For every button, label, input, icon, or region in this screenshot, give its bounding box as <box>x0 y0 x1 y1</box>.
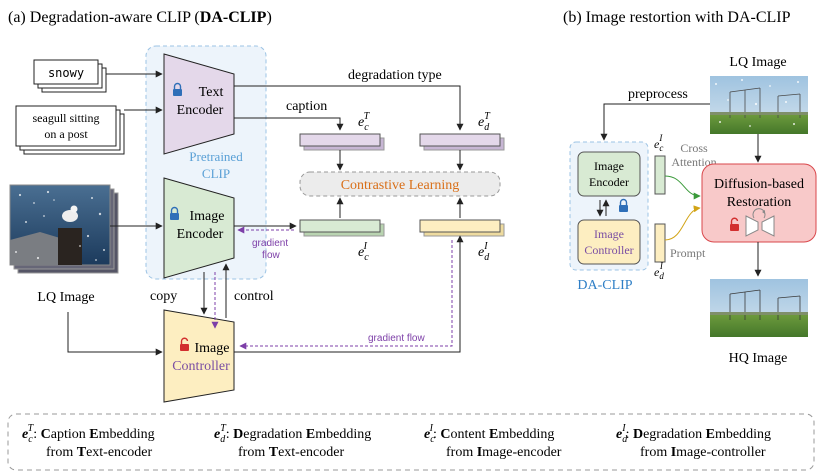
right-degradation-embedding-bar <box>654 223 666 263</box>
gradient-label-line2: flow <box>262 250 281 261</box>
svg-text:ecI: Content Embedding: ecI: Content Embedding <box>424 423 554 445</box>
unlock-icon-controller <box>180 337 189 351</box>
snowy-text: snowy <box>48 66 84 80</box>
preprocess-label: preprocess <box>628 87 688 102</box>
lq-image-right <box>710 76 808 134</box>
hq-image-label: HQ Image <box>729 351 788 366</box>
cross-attention-curve <box>664 175 701 200</box>
right-image-encoder-line2: Encoder <box>589 175 629 189</box>
right-image-controller <box>577 219 641 265</box>
svg-text:ecT: Caption Embedding: ecT: Caption Embedding <box>22 423 155 445</box>
arrow-image-to-controller <box>67 312 163 356</box>
updown-arrows-icon <box>596 199 610 217</box>
caption-embedding-bar <box>299 133 385 151</box>
symbol-e-c-T: ecT <box>358 111 371 133</box>
arrow-caption <box>234 117 344 131</box>
degradation-embedding-bar-text <box>419 133 505 151</box>
legend-item-caption: ecT: Caption Embedding from Text-encoder <box>22 423 155 460</box>
caption-text-card: seagull sitting on a post <box>15 105 125 155</box>
symbol-e-d-I: edI <box>478 241 490 263</box>
text-encoder-label-line2: Encoder <box>177 103 224 118</box>
svg-text:from Text-encoder: from Text-encoder <box>46 445 152 460</box>
svg-text:from Image-controller: from Image-controller <box>640 445 766 460</box>
image-encoder: Image Encoder <box>163 177 235 279</box>
svg-text:from Image-encoder: from Image-encoder <box>446 445 562 460</box>
svg-text:edT: Degradation Embedding: edT: Degradation Embedding <box>214 423 371 445</box>
content-embedding-bar <box>299 219 385 237</box>
right-content-embedding-bar <box>654 155 666 195</box>
snowy-text-card: snowy <box>33 59 107 93</box>
cross-attention-label-line1: Cross <box>680 141 708 155</box>
clip-label: CLIP <box>202 166 230 181</box>
pretrained-label: Pretrained <box>189 149 243 164</box>
da-clip-label: DA-CLIP <box>577 278 632 293</box>
right-symbol-e-c-I: ecI <box>654 133 663 153</box>
right-image-encoder-line1: Image <box>594 159 624 173</box>
diffusion-restoration-box <box>701 163 817 243</box>
lq-image-right-label: LQ Image <box>729 55 786 70</box>
gradient-flow-arrow-controller <box>239 240 453 350</box>
lq-image-left <box>9 184 119 274</box>
contrastive-learning-label: Contrastive Learning <box>341 178 460 193</box>
gradient-flow-label: gradient flow <box>368 333 425 344</box>
controller-label-line1: Image <box>195 341 230 356</box>
svg-text:edI: Degradation Embedding: edI: Degradation Embedding <box>616 423 771 445</box>
right-controller-line2: Controller <box>584 243 633 257</box>
right-controller-line1: Image <box>594 227 624 241</box>
symbol-e-c-I: ecI <box>358 241 369 263</box>
unet-icon <box>745 208 775 237</box>
control-label: control <box>234 289 274 304</box>
arrow-controller-to-degradation <box>234 235 464 353</box>
copy-label: copy <box>150 289 177 304</box>
svg-text:from Text-encoder: from Text-encoder <box>238 445 344 460</box>
symbol-e-d-T: edT <box>478 111 491 133</box>
cross-attention-label-line2: Attention <box>671 155 716 169</box>
legend-item-text-degradation: edT: Degradation Embedding from Text-enc… <box>214 423 371 460</box>
left-panel-title: (a) Degradation-aware CLIP (DA-CLIP) <box>8 9 272 26</box>
hq-image <box>710 279 808 337</box>
text-encoder-label-line1: Text <box>199 85 224 100</box>
caption-label: caption <box>286 99 327 114</box>
legend-item-content: ecI: Content Embedding from Image-encode… <box>424 423 562 460</box>
text-encoder: Text Encoder <box>163 53 235 155</box>
arrow-degradation-type <box>234 85 464 131</box>
right-symbol-e-d-I: edI <box>654 261 664 281</box>
caption-text-line1: seagull sitting <box>33 111 100 125</box>
right-panel-title: (b) Image restortion with DA-CLIP <box>563 9 791 26</box>
arrow-preprocess <box>600 103 710 141</box>
lq-image-left-label: LQ Image <box>37 290 94 305</box>
lock-icon-right <box>619 198 628 212</box>
lock-icon-image-encoder <box>170 206 179 220</box>
legend-box <box>7 413 815 471</box>
unlock-icon-diffusion <box>730 217 739 231</box>
contrastive-learning-box <box>299 171 501 197</box>
caption-text-line2: on a post <box>44 127 88 141</box>
prompt-label: Prompt <box>670 246 706 260</box>
lock-icon-text-encoder <box>173 82 182 96</box>
controller-label-line2: Controller <box>172 359 230 374</box>
image-controller: Image Controller <box>163 309 235 403</box>
prompt-curve <box>664 205 701 241</box>
diffusion-label-line2: Restoration <box>727 195 792 210</box>
gradient-label-line1: gradient <box>252 238 288 249</box>
legend-item-image-degradation: edI: Degradation Embedding from Image-co… <box>616 423 771 460</box>
image-encoder-label-line2: Encoder <box>177 227 224 242</box>
degradation-type-label: degradation type <box>348 68 442 83</box>
image-encoder-label-line1: Image <box>190 209 225 224</box>
degradation-embedding-bar-image <box>419 219 505 237</box>
diffusion-label-line1: Diffusion-based <box>714 177 804 192</box>
right-image-encoder <box>577 151 641 197</box>
